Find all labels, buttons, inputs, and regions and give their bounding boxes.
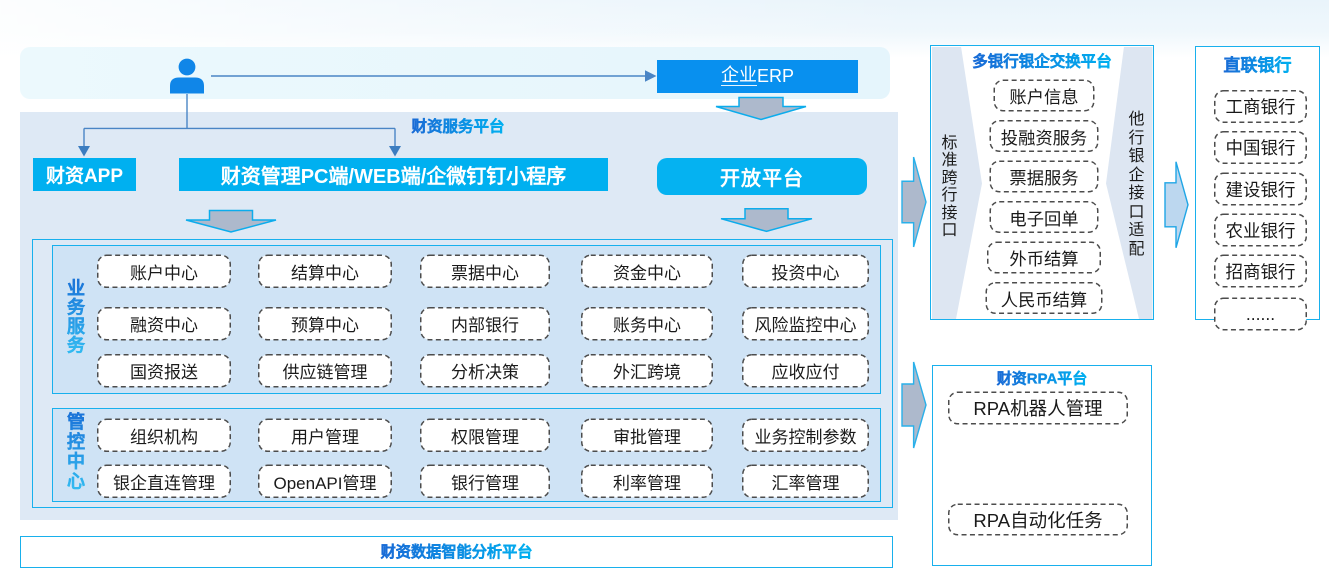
- svg-text:服: 服: [67, 317, 86, 337]
- svg-text:直联银行: 直联银行: [1224, 55, 1292, 75]
- svg-text:务: 务: [67, 335, 86, 356]
- svg-text:中: 中: [67, 451, 85, 472]
- svg-text:多银行银企交换平台: 多银行银企交换平台: [972, 52, 1112, 71]
- svg-text:财资数据智能分析平台: 财资数据智能分析平台: [381, 543, 533, 561]
- svg-text:控: 控: [67, 431, 85, 452]
- svg-text:心: 心: [67, 471, 85, 491]
- svg-text:务: 务: [67, 297, 86, 318]
- svg-text:财资服务平台: 财资服务平台: [411, 117, 504, 136]
- svg-text:业: 业: [67, 279, 85, 299]
- svg-text:财资RPA平台: 财资RPA平台: [997, 370, 1088, 388]
- svg-text:管: 管: [67, 411, 85, 432]
